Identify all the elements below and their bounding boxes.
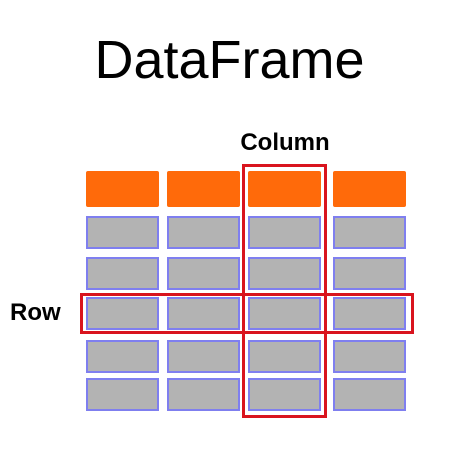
data-cell bbox=[167, 340, 240, 373]
diagram-title: DataFrame bbox=[94, 30, 365, 90]
data-cell bbox=[167, 257, 240, 290]
column-highlight bbox=[242, 164, 327, 418]
data-cell bbox=[86, 297, 159, 330]
data-cell bbox=[333, 378, 406, 411]
data-cell bbox=[86, 257, 159, 290]
data-cell bbox=[167, 297, 240, 330]
header-cell bbox=[333, 171, 406, 207]
data-cell bbox=[167, 378, 240, 411]
data-cell bbox=[333, 297, 406, 330]
data-cell bbox=[248, 340, 321, 373]
data-cell bbox=[167, 216, 240, 249]
row-label: Row bbox=[10, 299, 61, 326]
row-highlight bbox=[80, 293, 414, 334]
data-cell bbox=[248, 216, 321, 249]
data-cell bbox=[248, 378, 321, 411]
header-cell bbox=[167, 171, 240, 207]
data-cell bbox=[333, 340, 406, 373]
data-cell bbox=[333, 216, 406, 249]
data-cell bbox=[86, 216, 159, 249]
data-cell bbox=[333, 257, 406, 290]
data-cell bbox=[248, 257, 321, 290]
header-cell bbox=[248, 171, 321, 207]
data-cell bbox=[86, 378, 159, 411]
column-label: Column bbox=[240, 129, 330, 156]
data-cell bbox=[248, 297, 321, 330]
header-cell bbox=[86, 171, 159, 207]
data-cell bbox=[86, 340, 159, 373]
